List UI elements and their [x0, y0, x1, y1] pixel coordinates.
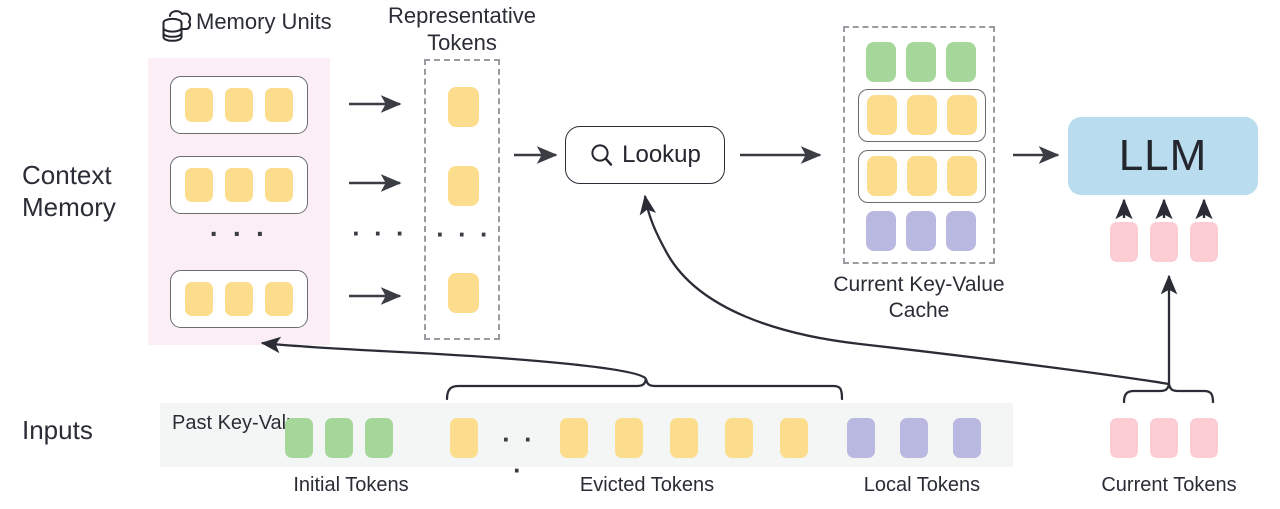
kv-cell: [906, 211, 936, 251]
kv-row-retrieved: [858, 150, 986, 203]
representative-token: [448, 87, 479, 127]
input-token-local: [953, 418, 981, 458]
input-token-initial: [365, 418, 393, 458]
caption-evicted-tokens: Evicted Tokens: [579, 474, 715, 496]
current-token-into-llm: [1110, 222, 1138, 262]
input-token-evicted: [615, 418, 643, 458]
inputs-ellipsis: · · ·: [502, 424, 536, 485]
evicted-tokens-brace: [445, 378, 844, 401]
current-kv-cache-label: Current Key-Value Cache: [833, 273, 1005, 322]
input-token-local: [900, 418, 928, 458]
memory-unit[interactable]: [170, 76, 308, 134]
representative-tokens-label: Representative Tokens: [388, 3, 536, 55]
kv-cell: [946, 211, 976, 251]
caption-current-tokens: Current Tokens: [1101, 474, 1237, 496]
evicted-to-memory-curve: [260, 336, 648, 380]
arrow-column-ellipsis: · · ·: [352, 218, 408, 248]
kv-row-retrieved: [858, 89, 986, 142]
input-token-evicted: [450, 418, 478, 458]
context-memory-panel: · · ·: [148, 58, 330, 345]
kv-cell: [866, 211, 896, 251]
current-tokens-to-llm-arrows: [1115, 198, 1213, 220]
input-token-evicted: [780, 418, 808, 458]
input-token-evicted: [725, 418, 753, 458]
kv-cell: [906, 42, 936, 82]
representative-tokens-box: · · ·: [424, 59, 500, 340]
representative-token: [448, 273, 479, 313]
input-token-current: [1110, 418, 1138, 458]
lookup-button[interactable]: Lookup: [565, 126, 725, 184]
kv-cell: [946, 42, 976, 82]
kv-row-local: [862, 211, 980, 251]
current-token-into-llm: [1190, 222, 1218, 262]
kv-cell: [867, 156, 897, 196]
memory-token: [265, 168, 293, 202]
representative-token: [448, 166, 479, 206]
kv-cell: [867, 95, 897, 135]
memory-unit[interactable]: [170, 156, 308, 214]
current-token-into-llm: [1150, 222, 1178, 262]
memory-unit[interactable]: [170, 270, 308, 328]
caption-local-tokens: Local Tokens: [863, 474, 981, 496]
memory-to-representative-arrows: [349, 95, 402, 305]
current-kv-cache-box: [843, 26, 995, 264]
memory-token: [225, 168, 253, 202]
input-token-evicted: [560, 418, 588, 458]
memory-token: [185, 282, 213, 316]
inputs-label: Inputs: [22, 415, 93, 445]
kv-cell: [907, 156, 937, 196]
input-token-current: [1150, 418, 1178, 458]
input-token-current: [1190, 418, 1218, 458]
lookup-label: Lookup: [622, 141, 701, 168]
memory-units-ellipsis: · · ·: [209, 218, 269, 249]
memory-token: [265, 282, 293, 316]
cloud-database-icon: [160, 8, 194, 46]
representative-tokens-ellipsis: · · ·: [436, 219, 492, 249]
magnifier-icon: [589, 142, 615, 168]
input-token-evicted: [670, 418, 698, 458]
memory-token: [225, 88, 253, 122]
memory-token: [185, 88, 213, 122]
llm-box[interactable]: LLM: [1068, 117, 1258, 195]
kv-cell: [947, 156, 977, 196]
llm-label: LLM: [1118, 131, 1208, 180]
memory-token: [185, 168, 213, 202]
kv-row-initial: [862, 42, 980, 82]
kv-cell: [866, 42, 896, 82]
caption-initial-tokens: Initial Tokens: [293, 474, 409, 496]
kv-cell: [947, 95, 977, 135]
memory-token: [265, 88, 293, 122]
input-token-initial: [285, 418, 313, 458]
current-tokens-brace: [1122, 383, 1215, 404]
context-memory-label: Context Memory: [22, 160, 116, 222]
memory-units-label: Memory Units: [196, 9, 332, 34]
input-token-local: [847, 418, 875, 458]
input-token-initial: [325, 418, 353, 458]
past-key-value-label: Past Key-Value: [172, 412, 309, 434]
kv-cell: [907, 95, 937, 135]
memory-token: [225, 282, 253, 316]
